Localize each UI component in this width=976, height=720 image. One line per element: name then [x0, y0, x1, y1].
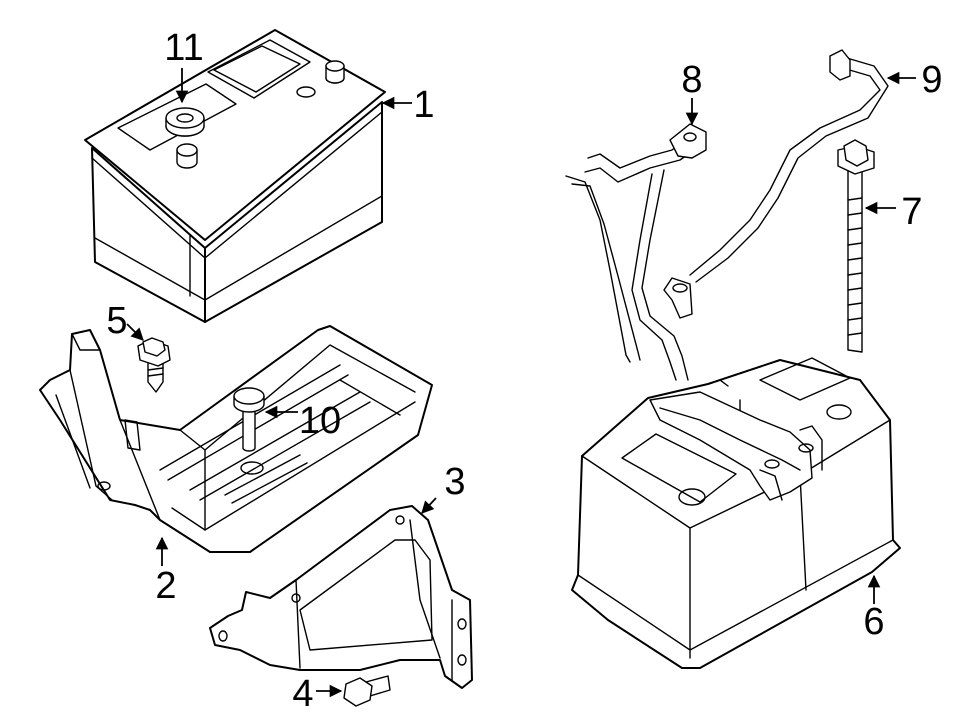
callout-5: 5 [106, 300, 127, 342]
callout-2: 2 [155, 565, 176, 607]
push-pin-fastener [233, 387, 265, 452]
battery [84, 29, 386, 323]
mounting-bracket [209, 505, 473, 689]
battery-cables [565, 49, 889, 381]
callout-labels: 11 1 5 10 2 3 4 8 9 7 6 [106, 27, 942, 715]
bolt-small [137, 337, 171, 393]
callout-4: 4 [292, 673, 313, 715]
hold-down-bolt [837, 139, 875, 353]
battery-tray [39, 325, 433, 553]
callout-8: 8 [681, 59, 702, 101]
callout-11: 11 [164, 27, 203, 69]
callout-3: 3 [444, 461, 465, 503]
callout-10: 10 [299, 400, 341, 442]
battery-cover [571, 357, 901, 669]
bolt-bracket [343, 675, 391, 707]
callout-9: 9 [921, 59, 942, 101]
callout-6: 6 [863, 601, 884, 643]
callout-7: 7 [901, 191, 922, 233]
callout-1: 1 [413, 84, 434, 126]
leader-lines [126, 68, 916, 698]
